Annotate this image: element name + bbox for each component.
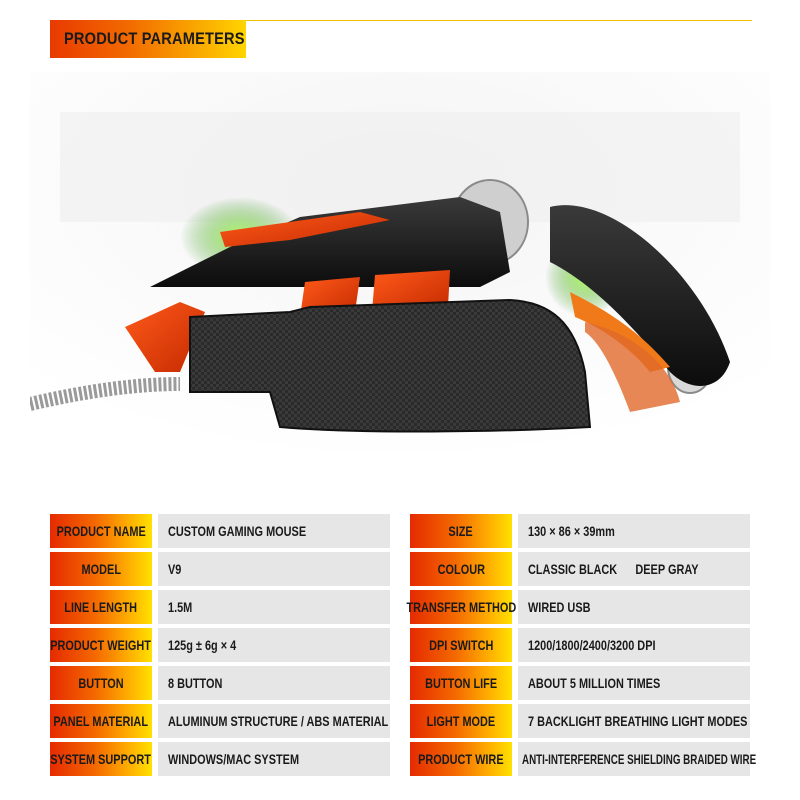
spec-label: PRODUCT WIRE (410, 742, 512, 776)
section-title: PRODUCT PARAMETERS (50, 20, 246, 58)
spec-value: V9 (158, 552, 390, 586)
spec-value: WINDOWS/MAC SYSTEM (158, 742, 390, 776)
spec-row-left: LINE LENGTH 1.5M (50, 590, 390, 624)
spec-value: CLASSIC BLACK DEEP GRAY (518, 552, 750, 586)
spec-label-text: PRODUCT WEIGHT (50, 637, 152, 653)
spec-label-text: BUTTON (78, 675, 124, 691)
spec-value: WIRED USB (518, 590, 750, 624)
spec-row-right: PRODUCT WIRE ANTI-INTERFERENCE SHIELDING… (410, 742, 756, 776)
spec-label: COLOUR (410, 552, 512, 586)
spec-label: BUTTON (50, 666, 152, 700)
spec-label: LINE LENGTH (50, 590, 152, 624)
spec-row-left: PRODUCT NAME CUSTOM GAMING MOUSE (50, 514, 390, 548)
spec-value-text: CUSTOM GAMING MOUSE (168, 523, 307, 539)
spec-value-text: 8 BUTTON (168, 675, 223, 691)
spec-label: PRODUCT NAME (50, 514, 152, 548)
spec-label-text: PANEL MATERIAL (53, 713, 149, 729)
spec-value-text: 7 BACKLIGHT BREATHING LIGHT MODES (528, 713, 748, 729)
spec-label-text: BUTTON LIFE (424, 675, 497, 691)
spec-label: TRANSFER METHOD (406, 590, 516, 624)
spec-value: 8 BUTTON (158, 666, 390, 700)
spec-label-text: SYSTEM SUPPORT (50, 751, 152, 767)
spec-value: 1200/1800/2400/3200 DPI (518, 628, 750, 662)
spec-row-left: BUTTON 8 BUTTON (50, 666, 390, 700)
spec-row-right: DPI SWITCH 1200/1800/2400/3200 DPI (410, 628, 750, 662)
spec-value: 1.5M (158, 590, 390, 624)
spec-value: CUSTOM GAMING MOUSE (158, 514, 390, 548)
mouse-photo (30, 72, 770, 462)
spec-value-text: ANTI-INTERFERENCE SHIELDING BRAIDED WIRE (522, 751, 757, 767)
spec-value-text: ALUMINUM STRUCTURE / ABS MATERIAL (168, 713, 389, 729)
spec-value: ANTI-INTERFERENCE SHIELDING BRAIDED WIRE (518, 742, 756, 776)
spec-row-left: MODEL V9 (50, 552, 390, 586)
spec-value: 125g ± 6g × 4 (158, 628, 390, 662)
spec-label-text: COLOUR (437, 561, 485, 577)
header-rule (246, 20, 752, 21)
spec-label: PRODUCT WEIGHT (50, 628, 152, 662)
spec-label-text: PRODUCT WIRE (418, 751, 504, 767)
spec-label-text: LIGHT MODE (426, 713, 496, 729)
spec-row-left: PANEL MATERIAL ALUMINUM STRUCTURE / ABS … (50, 704, 390, 738)
spec-label: LIGHT MODE (410, 704, 512, 738)
spec-label-text: SIZE (448, 523, 474, 539)
spec-row-right: COLOUR CLASSIC BLACK DEEP GRAY (410, 552, 750, 586)
spec-value-text: 1.5M (168, 599, 193, 615)
spec-value: ABOUT 5 MILLION TIMES (518, 666, 750, 700)
spec-row-right: BUTTON LIFE ABOUT 5 MILLION TIMES (410, 666, 750, 700)
spec-value-text: V9 (168, 561, 182, 577)
spec-row-left: SYSTEM SUPPORT WINDOWS/MAC SYSTEM (50, 742, 390, 776)
spec-label: SYSTEM SUPPORT (50, 742, 152, 776)
spec-label-text: MODEL (81, 561, 121, 577)
spec-value: ALUMINUM STRUCTURE / ABS MATERIAL (158, 704, 390, 738)
spec-value-text: 125g ± 6g × 4 (168, 637, 237, 653)
spec-label: SIZE (410, 514, 512, 548)
spec-label: MODEL (50, 552, 152, 586)
spec-label: PANEL MATERIAL (50, 704, 152, 738)
spec-value: 130 × 86 × 39mm (518, 514, 750, 548)
spec-value-text: CLASSIC BLACK DEEP GRAY (528, 561, 699, 577)
spec-row-right: SIZE 130 × 86 × 39mm (410, 514, 750, 548)
spec-label-text: DPI SWITCH (428, 637, 494, 653)
spec-value-text: WINDOWS/MAC SYSTEM (168, 751, 300, 767)
spec-label-text: LINE LENGTH (64, 599, 138, 615)
section-title-text: PRODUCT PARAMETERS (64, 29, 245, 48)
spec-label: BUTTON LIFE (410, 666, 512, 700)
spec-value-text: 1200/1800/2400/3200 DPI (528, 637, 656, 653)
spec-value: 7 BACKLIGHT BREATHING LIGHT MODES (518, 704, 750, 738)
spec-label-text: PRODUCT NAME (56, 523, 146, 539)
spec-value-text: ABOUT 5 MILLION TIMES (528, 675, 661, 691)
spec-label-text: TRANSFER METHOD (406, 599, 516, 615)
spec-value-text: 130 × 86 × 39mm (528, 523, 615, 539)
spec-value-text: WIRED USB (528, 599, 591, 615)
spec-row-right: TRANSFER METHOD WIRED USB (406, 590, 750, 624)
spec-label: DPI SWITCH (410, 628, 512, 662)
spec-row-right: LIGHT MODE 7 BACKLIGHT BREATHING LIGHT M… (410, 704, 750, 738)
spec-row-left: PRODUCT WEIGHT 125g ± 6g × 4 (50, 628, 390, 662)
